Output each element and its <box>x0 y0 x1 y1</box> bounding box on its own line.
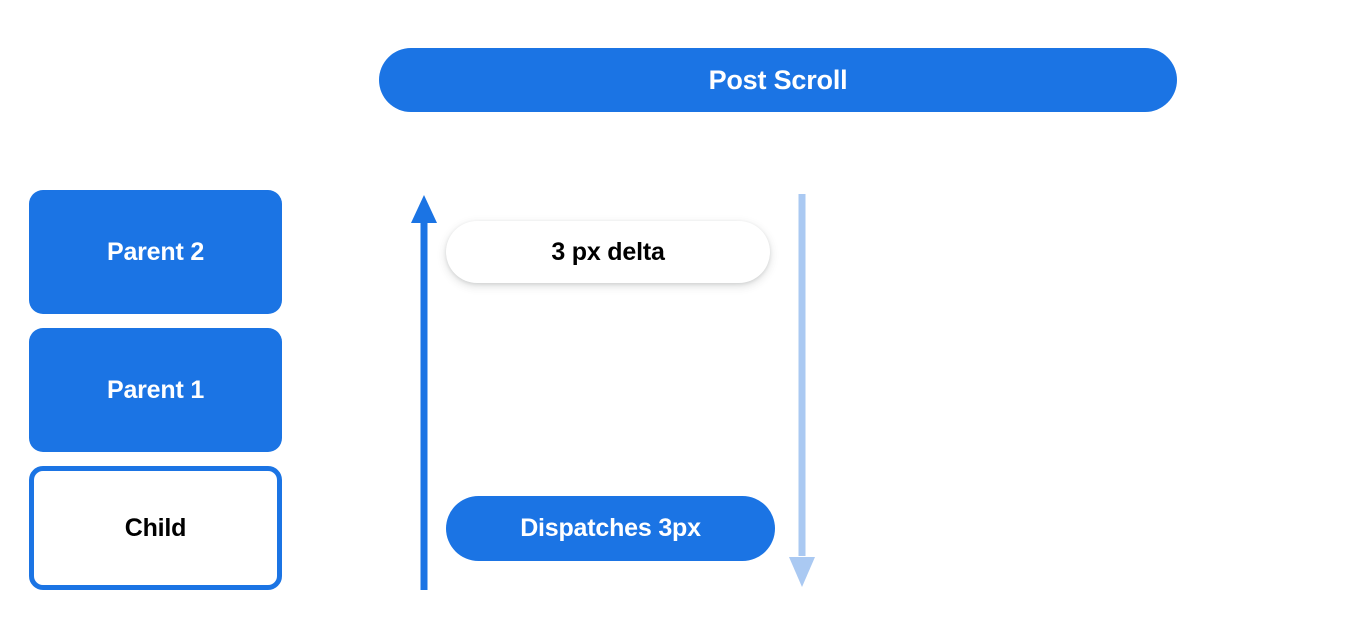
delta-annotation-pill: 3 px delta <box>446 221 770 283</box>
post-scroll-header: Post Scroll <box>379 48 1177 112</box>
dispatch-annotation-pill: Dispatches 3px <box>446 496 775 561</box>
node-parent-1-label: Parent 1 <box>106 375 205 404</box>
post-scroll-header-label: Post Scroll <box>708 64 848 95</box>
arrow-up-icon <box>411 195 437 590</box>
node-child: Child <box>29 466 282 590</box>
node-parent-2-label: Parent 2 <box>106 237 205 266</box>
node-parent-1: Parent 1 <box>29 328 282 452</box>
delta-annotation-label: 3 px delta <box>551 237 665 266</box>
dispatch-annotation-label: Dispatches 3px <box>520 514 701 542</box>
node-child-label: Child <box>124 513 187 542</box>
arrow-down-icon <box>789 194 815 587</box>
node-parent-2: Parent 2 <box>29 190 282 314</box>
node-hierarchy-stack: Parent 2 Parent 1 Child <box>29 190 282 590</box>
